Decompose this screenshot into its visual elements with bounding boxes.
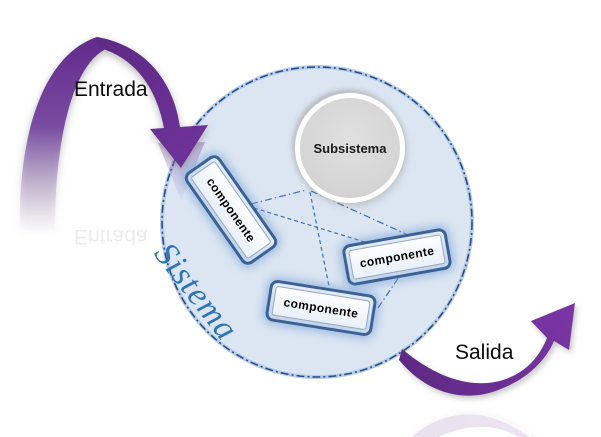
component-label: componente [358, 243, 436, 271]
entrada-arrow-ghost [158, 142, 205, 200]
entrada-label: Entrada [74, 78, 148, 101]
connector-comp1-comp2 [253, 207, 369, 244]
connector-subsistema-comp3 [309, 191, 330, 287]
entrada-arrow [19, 37, 208, 230]
entrada-label-reflection: Entrada [74, 225, 148, 248]
salida-label: Salida [455, 341, 514, 364]
connector-comp1-subsistema [250, 189, 307, 205]
salida-arrow-reflection [399, 414, 575, 437]
component-label: componente [282, 295, 360, 321]
component-node-3-inner: componente [271, 285, 371, 331]
entrada-arrow-right-leg [97, 37, 208, 168]
connector-comp3-comp2 [377, 276, 400, 309]
salida-arrow-body [399, 303, 575, 396]
system-circle-border [161, 66, 473, 378]
entrada-arrow-left-leg [19, 37, 112, 230]
salida-arrow [399, 303, 575, 437]
subsystem-label: Subsistema [313, 140, 387, 156]
subsystem-node: Subsistema [295, 93, 405, 203]
